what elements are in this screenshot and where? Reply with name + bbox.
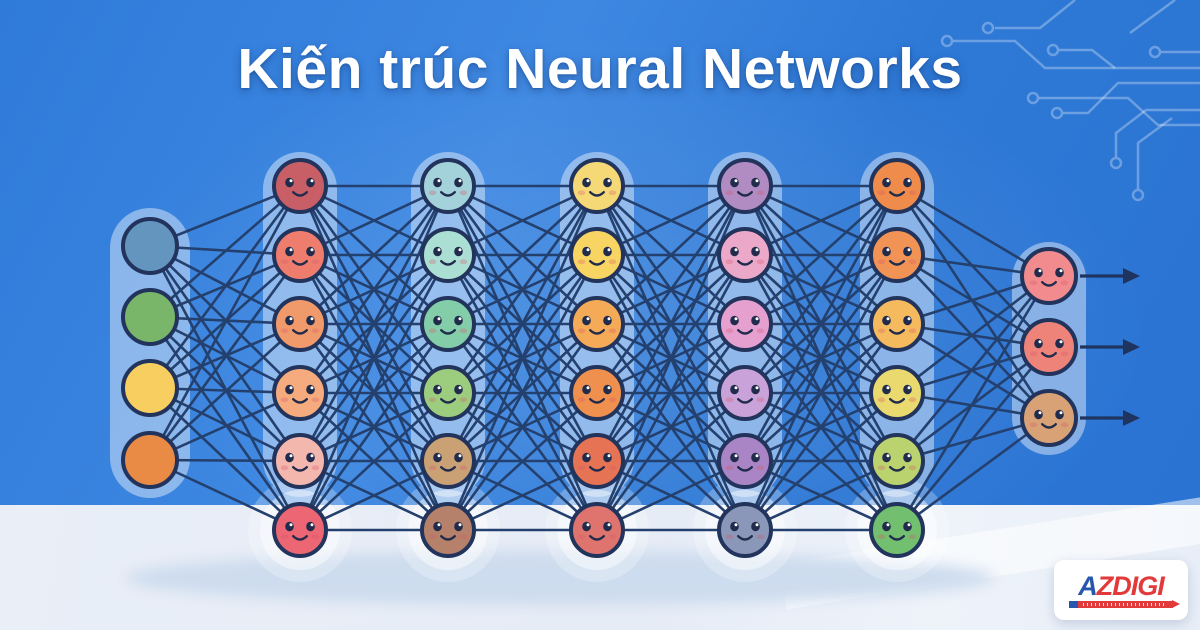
azdigi-logo: AZDIGI bbox=[1054, 560, 1188, 620]
neuron-face bbox=[877, 177, 917, 197]
neuron-face bbox=[280, 452, 320, 472]
neuron-face bbox=[280, 177, 320, 197]
neuron bbox=[420, 158, 476, 214]
neuron bbox=[869, 227, 925, 283]
brand-tagline-strip bbox=[1069, 599, 1180, 608]
neuron-face bbox=[428, 384, 468, 404]
neuron bbox=[272, 227, 328, 283]
neuron-face bbox=[725, 246, 765, 266]
neuron bbox=[420, 365, 476, 421]
neuron bbox=[569, 502, 625, 558]
neuron bbox=[1020, 389, 1078, 447]
hidden-layer-4 bbox=[717, 158, 773, 558]
neuron bbox=[272, 433, 328, 489]
neuron-face bbox=[1029, 338, 1069, 358]
brand-letter-a: A bbox=[1078, 570, 1097, 601]
neuron-face bbox=[577, 452, 617, 472]
neuron-face bbox=[577, 384, 617, 404]
neuron-face bbox=[577, 246, 617, 266]
neuron bbox=[569, 296, 625, 352]
neuron-face bbox=[725, 315, 765, 335]
neuron bbox=[869, 433, 925, 489]
brand-letters-zdigi: ZDIGI bbox=[1096, 570, 1165, 601]
output-arrow-head bbox=[1123, 410, 1140, 426]
neuron bbox=[569, 227, 625, 283]
neuron-face bbox=[428, 521, 468, 541]
neuron bbox=[569, 433, 625, 489]
neuron bbox=[420, 227, 476, 283]
neuron-face bbox=[280, 246, 320, 266]
neuron-face bbox=[428, 177, 468, 197]
neuron bbox=[121, 217, 179, 275]
page-title: Kiến trúc Neural Networks bbox=[237, 37, 963, 101]
hidden-layer-1 bbox=[272, 158, 328, 558]
neuron bbox=[569, 158, 625, 214]
neuron-face bbox=[877, 315, 917, 335]
neuron-face bbox=[1029, 267, 1069, 287]
neuron-face bbox=[280, 315, 320, 335]
neuron-face bbox=[725, 521, 765, 541]
neuron bbox=[717, 502, 773, 558]
neuron-face bbox=[725, 384, 765, 404]
hidden-layer-3 bbox=[569, 158, 625, 558]
neuron-face bbox=[280, 521, 320, 541]
neuron-face bbox=[877, 246, 917, 266]
neuron bbox=[717, 227, 773, 283]
neuron bbox=[420, 433, 476, 489]
hidden-layer-5 bbox=[869, 158, 925, 558]
neuron bbox=[869, 365, 925, 421]
neuron-face bbox=[428, 246, 468, 266]
neuron-face bbox=[1029, 409, 1069, 429]
neuron-face bbox=[725, 177, 765, 197]
neuron bbox=[569, 365, 625, 421]
circuit-board-icon bbox=[940, 0, 1200, 202]
neuron bbox=[717, 158, 773, 214]
neuron bbox=[869, 502, 925, 558]
neuron-face bbox=[428, 315, 468, 335]
neuron-face bbox=[577, 521, 617, 541]
azdigi-wordmark: AZDIGI bbox=[1078, 570, 1165, 601]
neuron bbox=[1020, 247, 1078, 305]
neuron bbox=[420, 296, 476, 352]
neuron bbox=[272, 502, 328, 558]
neuron-face bbox=[877, 521, 917, 541]
hidden-layer-2 bbox=[420, 158, 476, 558]
output-arrow-head bbox=[1123, 268, 1140, 284]
neuron-face bbox=[428, 452, 468, 472]
neuron-face bbox=[877, 452, 917, 472]
neuron bbox=[869, 296, 925, 352]
neuron-face bbox=[577, 315, 617, 335]
neuron bbox=[717, 296, 773, 352]
neuron bbox=[717, 365, 773, 421]
input-layer bbox=[121, 217, 179, 489]
neuron-face bbox=[725, 452, 765, 472]
neuron bbox=[121, 431, 179, 489]
neuron-face bbox=[577, 177, 617, 197]
neuron-face bbox=[877, 384, 917, 404]
neuron bbox=[272, 365, 328, 421]
neuron bbox=[869, 158, 925, 214]
neuron bbox=[272, 296, 328, 352]
neuron-face bbox=[280, 384, 320, 404]
ground-shadow bbox=[125, 551, 995, 605]
output-arrows bbox=[1080, 268, 1140, 426]
neuron bbox=[121, 288, 179, 346]
neuron bbox=[1020, 318, 1078, 376]
output-arrow-head bbox=[1123, 339, 1140, 355]
neuron bbox=[717, 433, 773, 489]
output-layer bbox=[1020, 247, 1078, 447]
neuron bbox=[121, 359, 179, 417]
neuron bbox=[420, 502, 476, 558]
neuron bbox=[272, 158, 328, 214]
